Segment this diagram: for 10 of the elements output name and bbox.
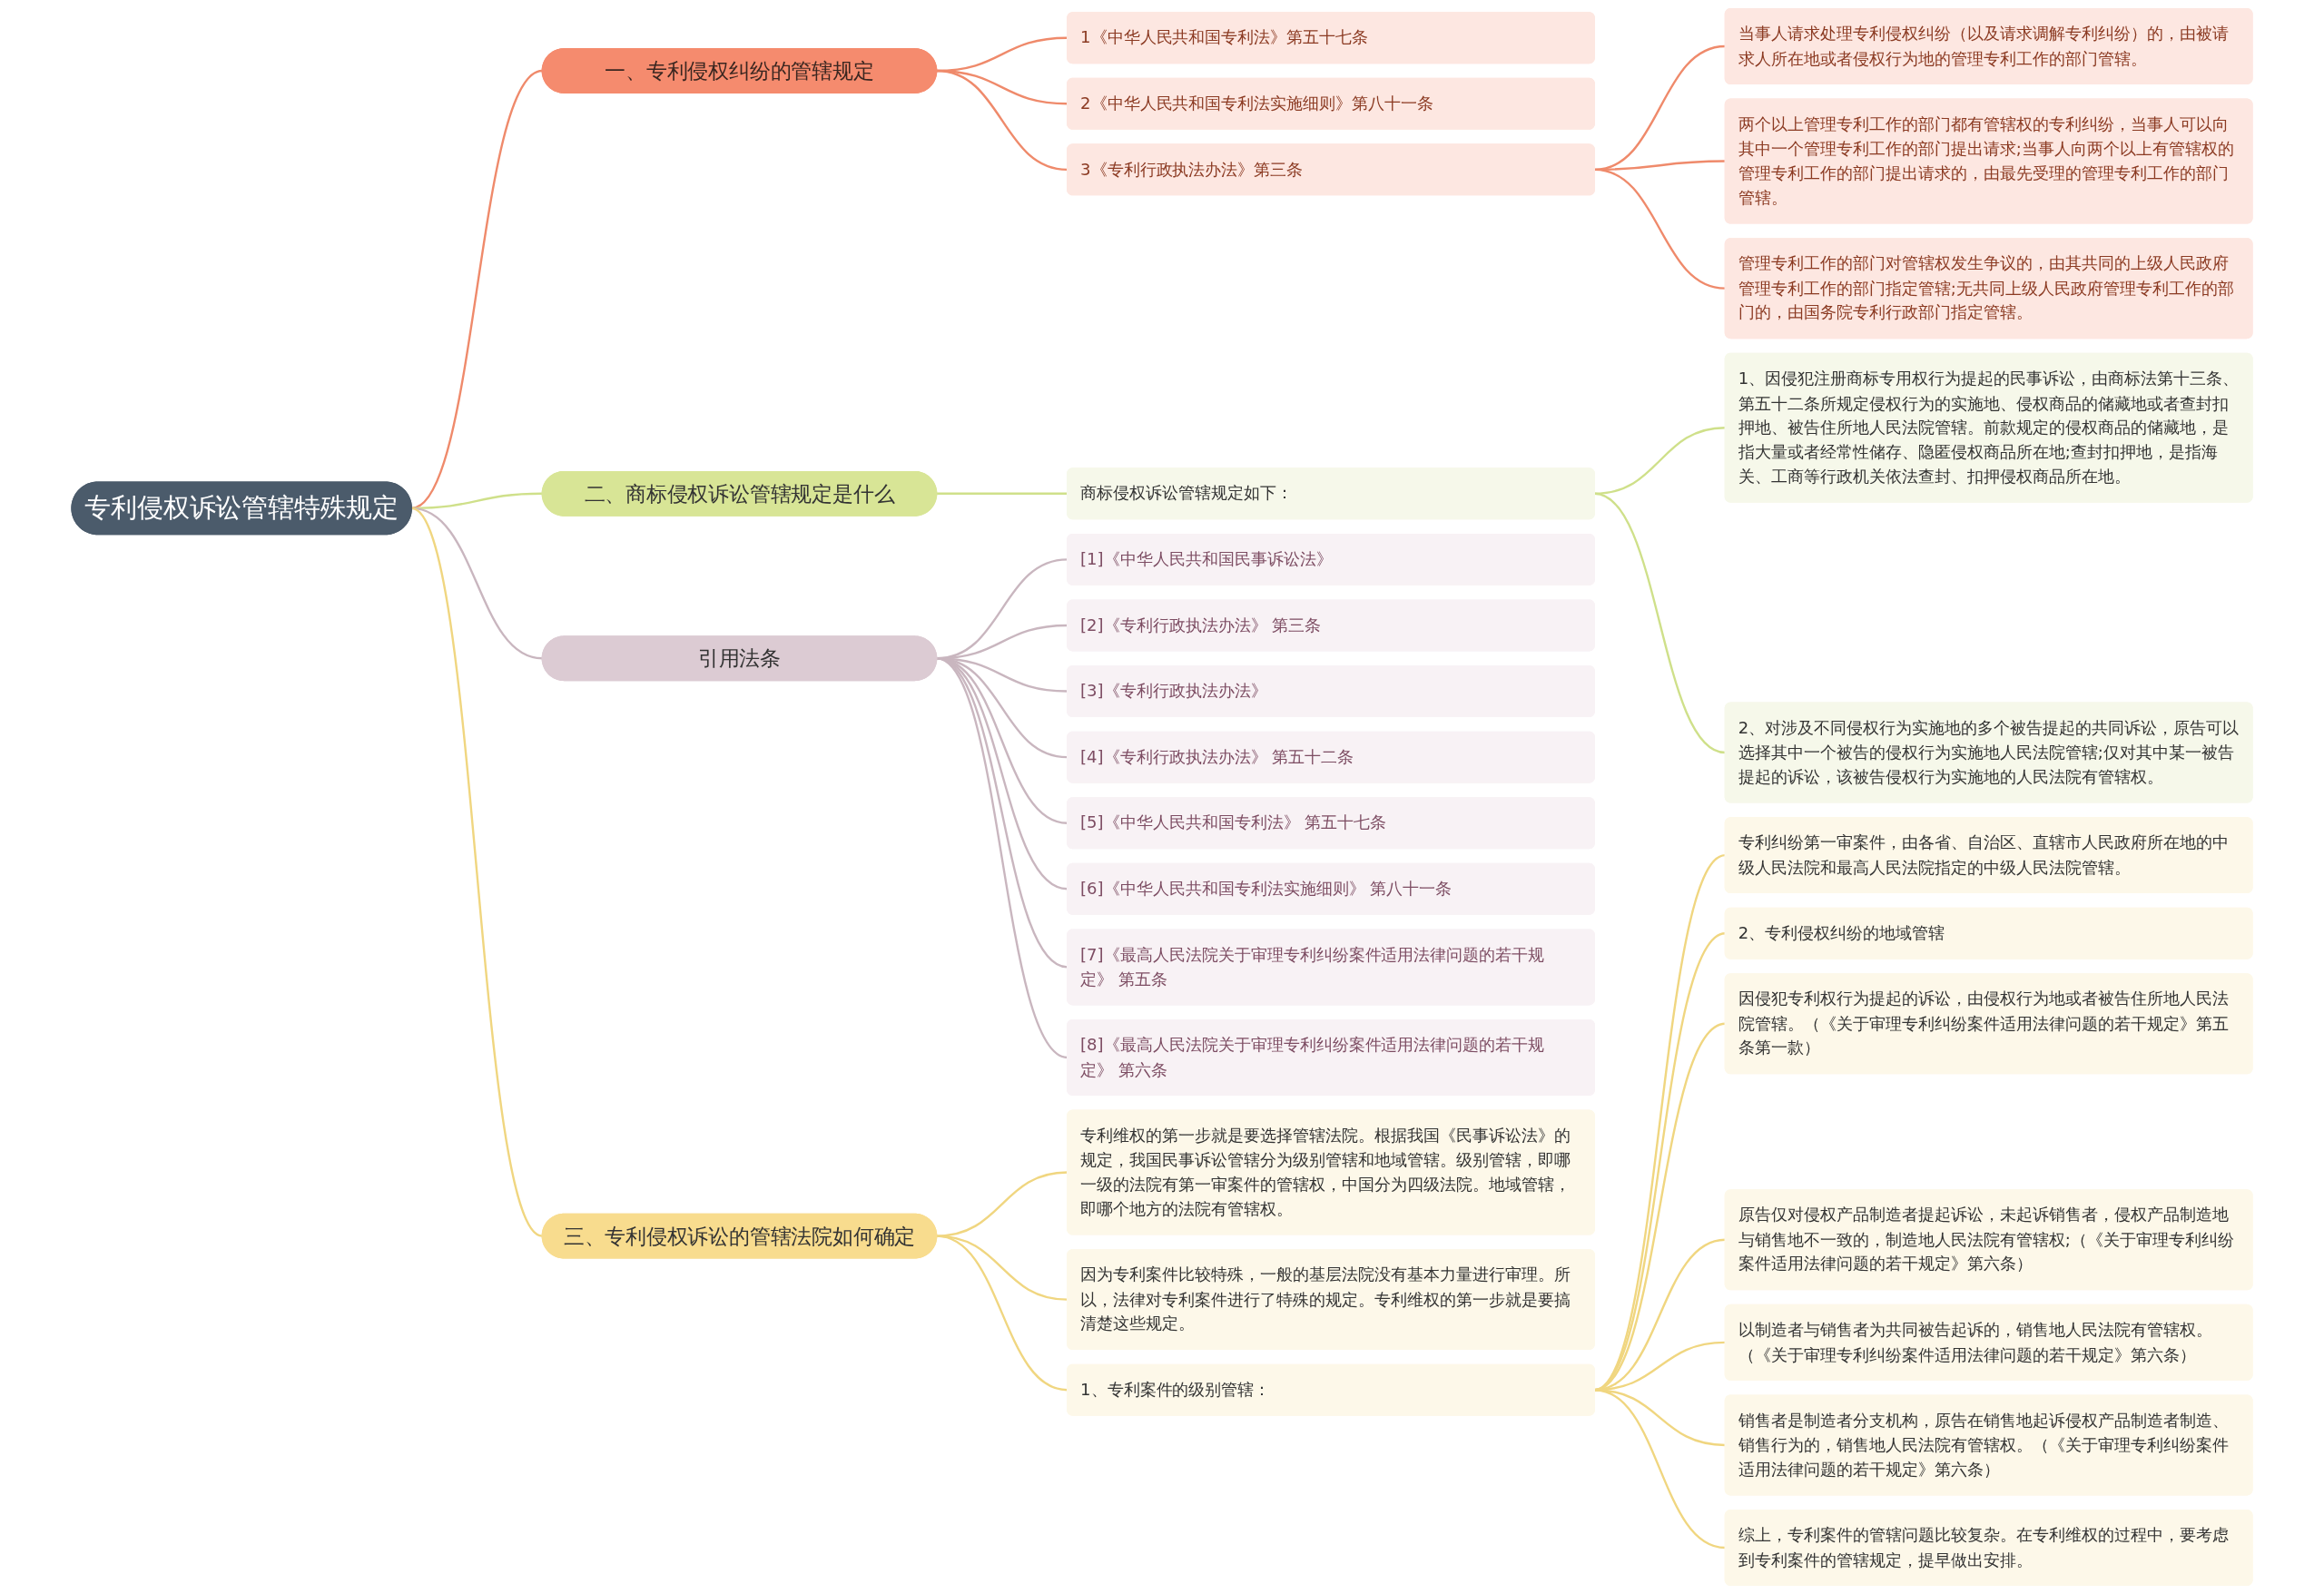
- connector: [1594, 1389, 1726, 1550]
- connector: [1594, 44, 1726, 172]
- connector: [936, 69, 1068, 172]
- connector: [936, 1171, 1068, 1237]
- connector: [936, 492, 1068, 495]
- connector: [936, 657, 1068, 1059]
- connector: [936, 1235, 1068, 1301]
- connector: [1594, 427, 1726, 495]
- connector: [936, 1235, 1068, 1392]
- connector: [1594, 168, 1726, 290]
